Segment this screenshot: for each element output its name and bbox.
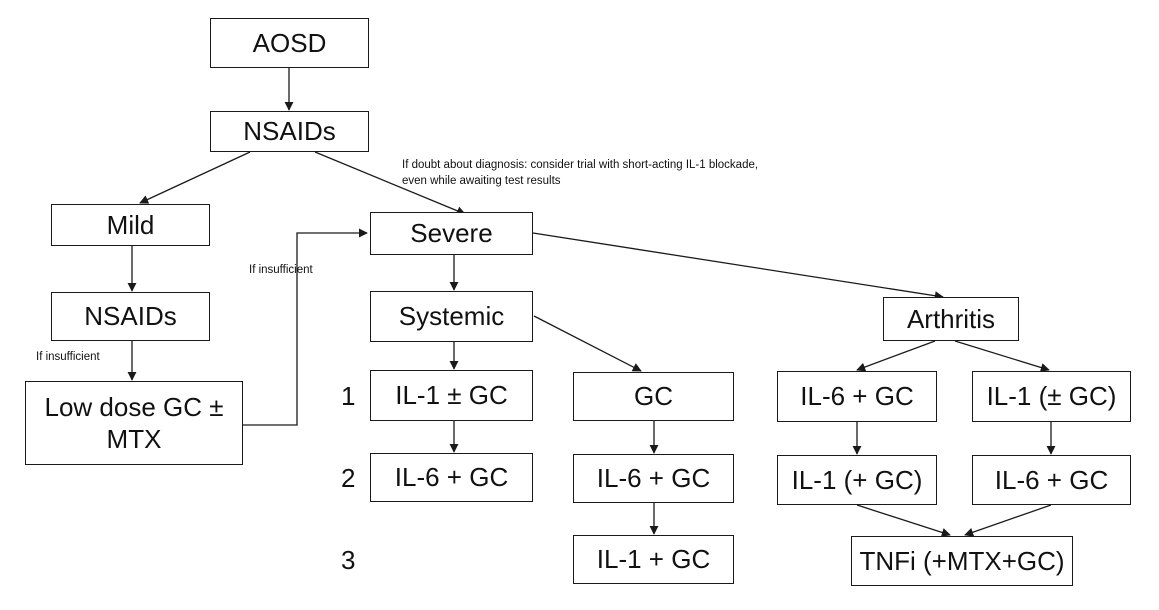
node-arthritis: Arthritis bbox=[883, 297, 1019, 341]
note-doubt-diagnosis: If doubt about diagnosis: consider trial… bbox=[402, 159, 759, 187]
node-aosd: AOSD bbox=[210, 18, 369, 68]
node-tnfi: TNFi (+MTX+GC) bbox=[851, 536, 1073, 586]
step-number-1: 1 bbox=[341, 381, 356, 411]
node-systemic-il6-gc: IL-6 + GC bbox=[370, 453, 533, 502]
edge-lowdose-to-severe bbox=[243, 228, 368, 426]
node-arthritis-il6-gc: IL-6 + GC bbox=[777, 371, 937, 422]
node-arthritis-il1-pm-gc: IL-1 (± GC) bbox=[972, 371, 1131, 422]
edge-arthritis-to-il1gc bbox=[954, 340, 1050, 372]
edge-severe-to-arthritis bbox=[532, 232, 944, 301]
node-mild: Mild bbox=[51, 204, 210, 246]
edge-il1plusgc-to-tnfi bbox=[856, 504, 951, 537]
note-if-insufficient-lowdose: If insufficient bbox=[36, 351, 100, 363]
node-low-dose-gc-mtx: Low dose GC ± MTX bbox=[25, 381, 243, 465]
node-gc: GC bbox=[573, 372, 734, 421]
node-nsaids-top: NSAIDs bbox=[210, 111, 369, 152]
node-arthritis-il6-gc-2: IL-6 + GC bbox=[972, 455, 1131, 505]
node-nsaids-mild: NSAIDs bbox=[51, 292, 210, 341]
node-arthritis-il1-plus-gc: IL-1 (+ GC) bbox=[777, 455, 937, 505]
node-systemic: Systemic bbox=[370, 291, 533, 342]
note-if-insufficient-severe: If insufficient bbox=[249, 264, 313, 276]
edge-nsaids-to-mild bbox=[139, 151, 251, 204]
node-gc-il1-gc: IL-1 + GC bbox=[573, 535, 734, 584]
node-il1-pm-gc: IL-1 ± GC bbox=[370, 370, 533, 421]
edge-nsaids-to-severe bbox=[314, 151, 466, 216]
node-severe: Severe bbox=[370, 212, 533, 255]
edge-il6gc2-to-tnfi bbox=[964, 504, 1052, 537]
edge-systemic-to-gc bbox=[533, 315, 642, 372]
node-gc-il6-gc: IL-6 + GC bbox=[573, 454, 734, 503]
step-number-2: 2 bbox=[341, 463, 356, 493]
edge-arthritis-to-il6gc bbox=[856, 340, 936, 372]
step-number-3: 3 bbox=[341, 545, 356, 575]
